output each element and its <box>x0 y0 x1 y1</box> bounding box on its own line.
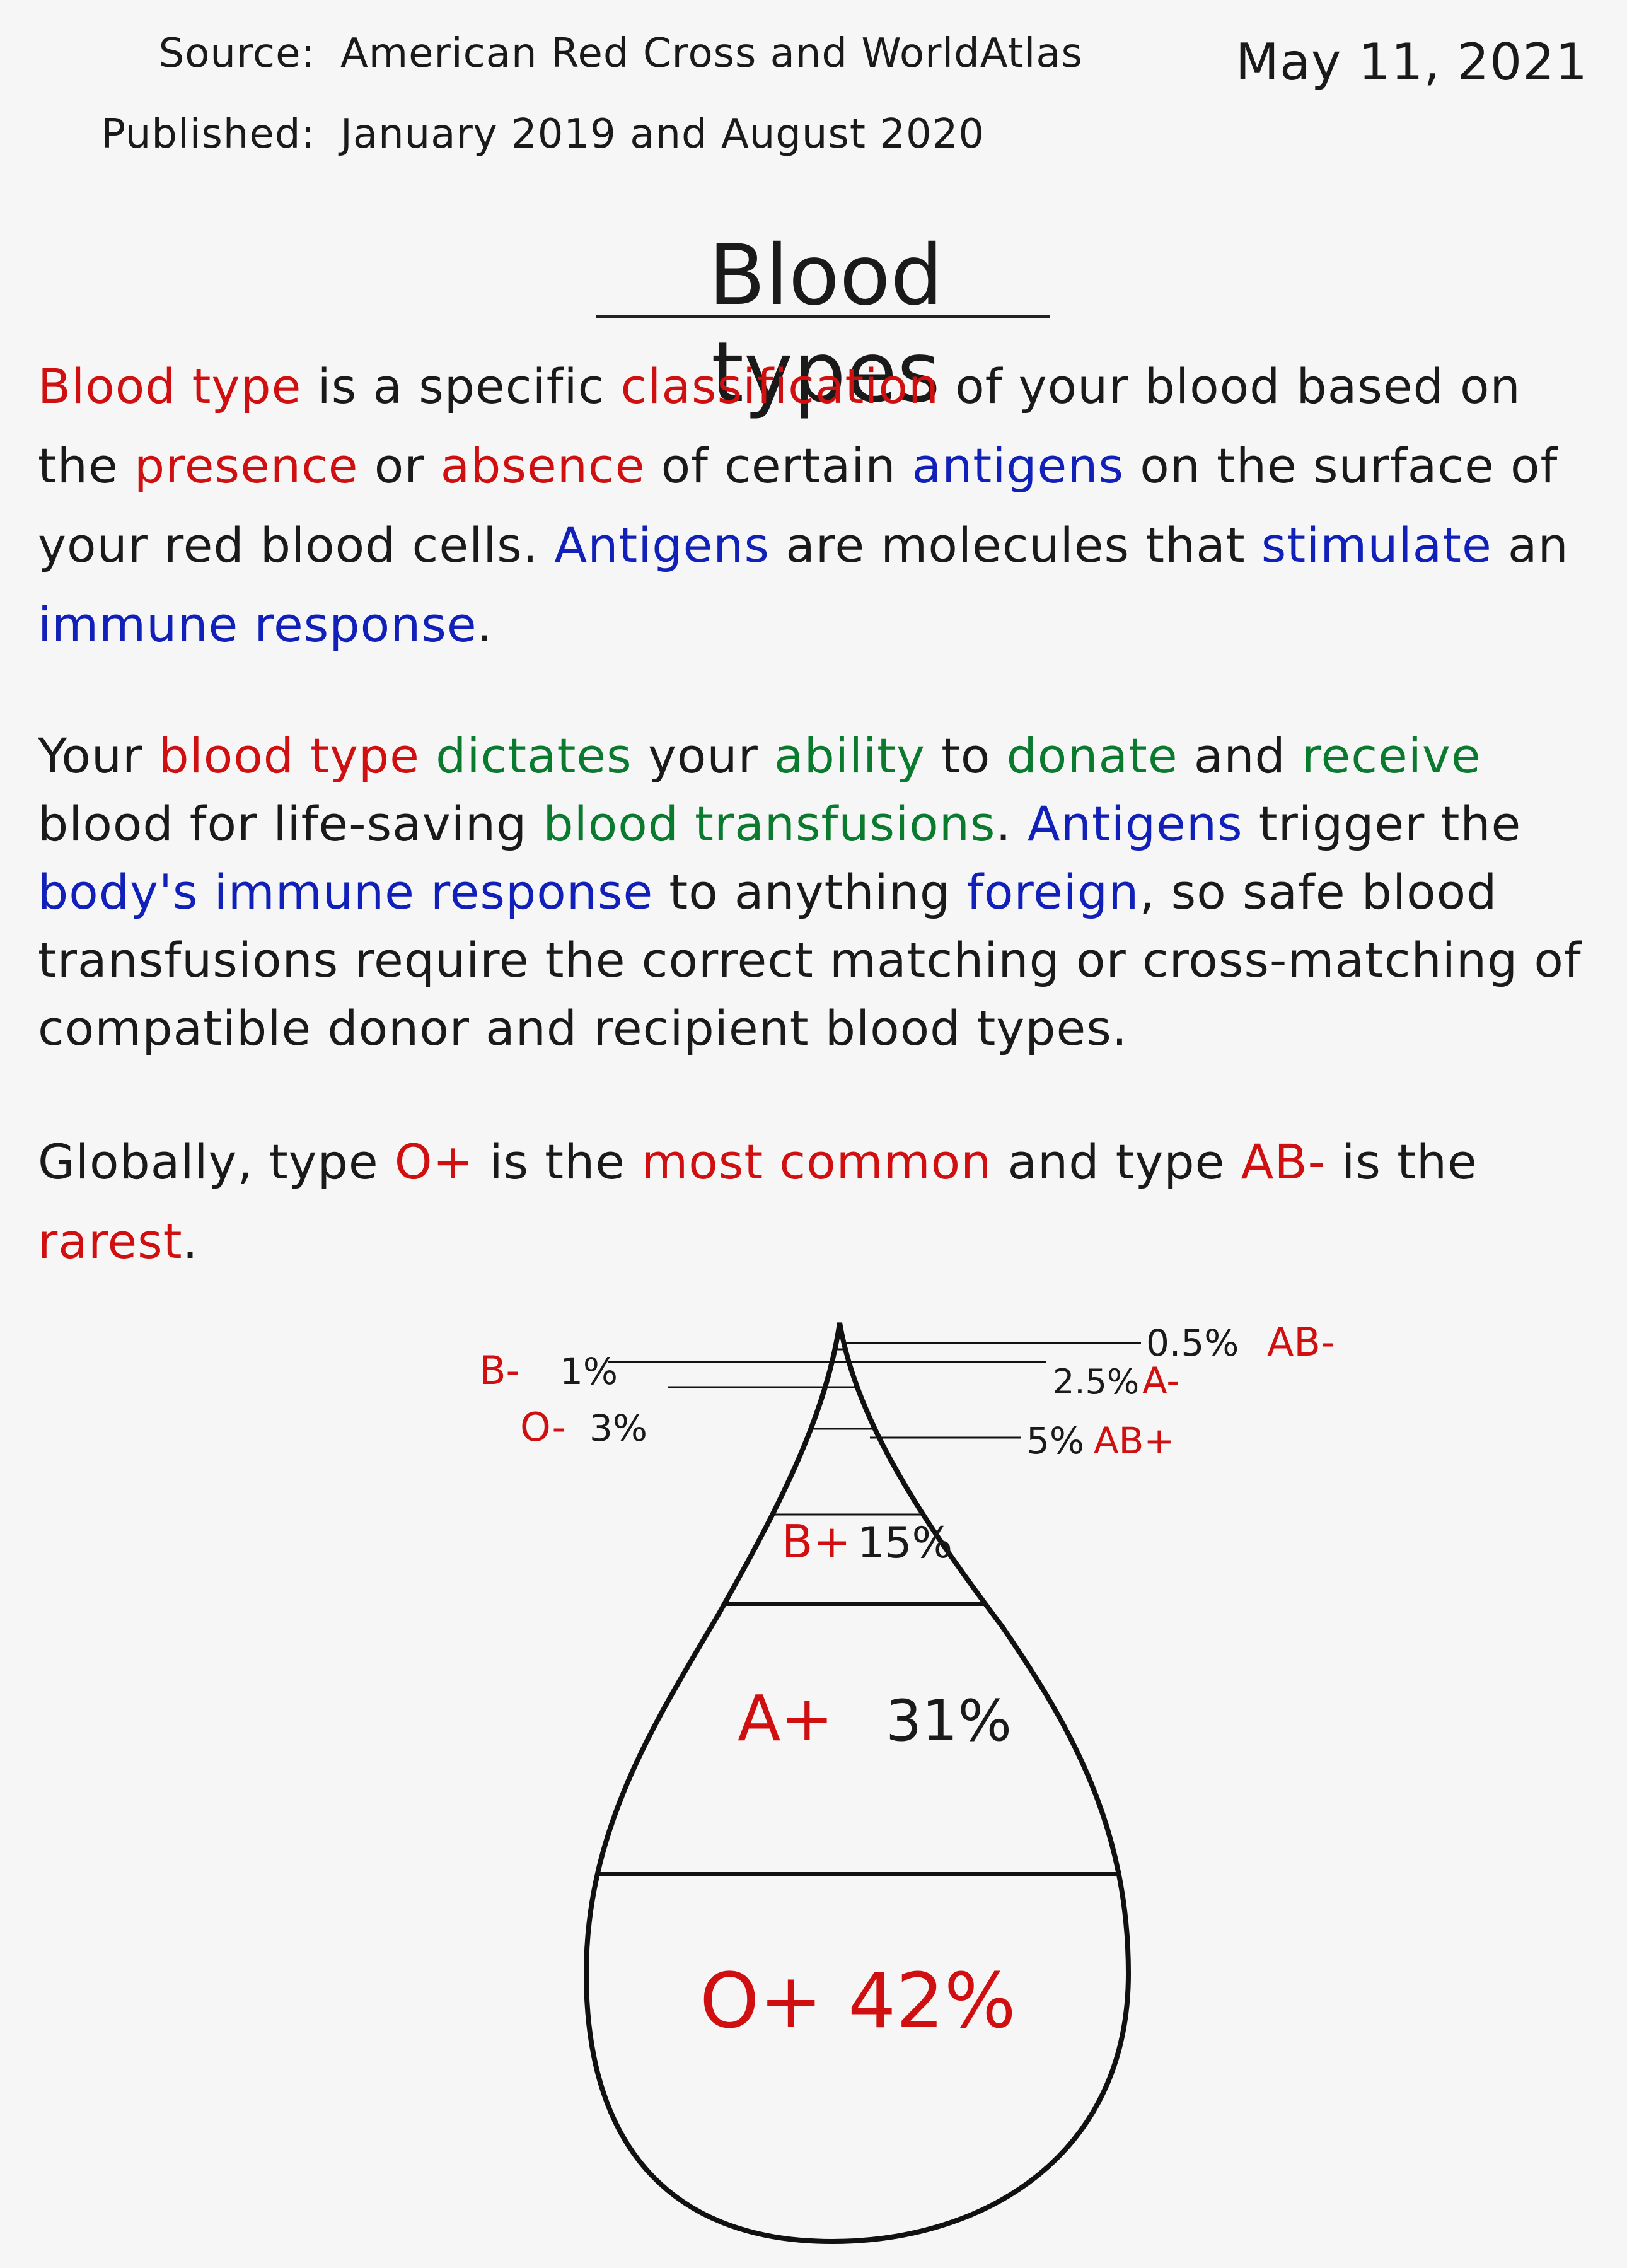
source-value: American Red Cross and WorldAtlas <box>340 30 1083 77</box>
term-presence: presence <box>134 438 359 494</box>
intro-paragraph: Blood type is a specific classification … <box>38 347 1595 665</box>
band-value-o-pos: 42% <box>848 1958 1016 2045</box>
band-label-b-neg: B- <box>479 1347 520 1393</box>
band-value-ab-pos: 5% <box>1026 1419 1084 1462</box>
source-label: Source: <box>158 30 315 77</box>
published-line: Published: January 2019 and August 2020 <box>63 111 985 158</box>
term-ab-negative: AB- <box>1241 1134 1326 1190</box>
term-o-positive: O+ <box>394 1134 474 1190</box>
text-span: blood for life-saving <box>38 796 543 852</box>
band-label-o-pos: O+ <box>700 1958 823 2045</box>
text-span: and <box>1178 728 1302 784</box>
global-stats-paragraph: Globally, type O+ is the most common and… <box>38 1122 1595 1281</box>
term-antigens: Antigens <box>554 517 770 573</box>
band-value-a-neg: 2.5% <box>1053 1362 1139 1402</box>
term-immune-response: immune response <box>38 596 477 653</box>
page-title: Blood types <box>708 227 944 421</box>
term-stimulate: stimulate <box>1261 517 1492 573</box>
text-span: of your blood based on the <box>38 358 1521 494</box>
text-span: Your <box>38 728 159 784</box>
published-label: Published: <box>101 111 315 158</box>
text-span: to anything <box>653 864 967 920</box>
term-receive: receive <box>1301 728 1481 784</box>
band-label-a-pos: A+ <box>738 1682 833 1755</box>
publish-date: May 11, 2021 <box>1235 33 1588 91</box>
text-span: Globally, type <box>38 1134 395 1190</box>
text-span: to <box>925 728 1007 784</box>
band-label-a-neg: A- <box>1142 1359 1179 1402</box>
drop-bands <box>597 1348 1119 1876</box>
text-span: of certain <box>645 438 912 494</box>
term-dictates: dictates <box>436 728 632 784</box>
text-span: and type <box>992 1134 1241 1190</box>
text-span: on the surface of your red blood cells. <box>38 438 1558 573</box>
transfusion-paragraph: Your blood type dictates your ability to… <box>38 722 1595 1062</box>
text-span: is the <box>1326 1134 1478 1190</box>
text-span: is the <box>473 1134 642 1190</box>
band-label-b-pos: B+ <box>782 1515 851 1568</box>
band-value-ab-neg: 0.5% <box>1146 1322 1239 1364</box>
term-absence: absence <box>440 438 646 494</box>
text-span: an <box>1491 517 1569 573</box>
text-span: or <box>358 438 441 494</box>
text-span: is a specific <box>301 358 621 414</box>
term-blood-transfusions: blood transfusions <box>543 796 996 852</box>
text-span: are molecules that <box>770 517 1261 573</box>
term-immune-response: body's immune response <box>38 864 654 920</box>
drop-labels: O+ 42% A+ 31% B+15% 5%AB+ 2.5%A-0.5% AB- B- 1% O- 3… <box>479 1319 1335 2045</box>
drop-outline <box>583 1322 1132 2245</box>
text-span: . <box>995 796 1028 852</box>
band-value-o-neg: 3% <box>589 1407 647 1450</box>
text-span: , so safe blood transfusions require the… <box>38 864 1582 1056</box>
term-antigens: antigens <box>912 438 1125 494</box>
term-blood-type: Blood type <box>38 358 302 414</box>
term-foreign: foreign <box>966 864 1140 920</box>
term-most-common: most common <box>641 1134 992 1190</box>
term-donate: donate <box>1006 728 1178 784</box>
band-value-b-pos: 15% <box>857 1518 952 1568</box>
text-span: . <box>477 596 493 653</box>
band-label-ab-pos: AB+ <box>1094 1419 1174 1462</box>
term-ability: ability <box>774 728 925 784</box>
band-label-ab-neg: AB- <box>1267 1319 1335 1365</box>
text-span: . <box>182 1213 199 1269</box>
term-classification: classification <box>620 358 940 414</box>
term-antigens: Antigens <box>1027 796 1243 852</box>
term-blood-type: blood type <box>158 728 420 784</box>
published-value: January 2019 and August 2020 <box>340 111 985 158</box>
text-span: trigger the <box>1242 796 1522 852</box>
band-value-b-neg: 1% <box>560 1350 618 1393</box>
text-span: your <box>632 728 774 784</box>
title-underline <box>596 315 1050 318</box>
term-rarest: rarest <box>38 1213 183 1269</box>
source-line: Source: American Red Cross and WorldAtlas <box>63 30 1083 77</box>
band-label-o-neg: O- <box>520 1404 566 1450</box>
band-value-a-pos: 31% <box>886 1688 1012 1754</box>
